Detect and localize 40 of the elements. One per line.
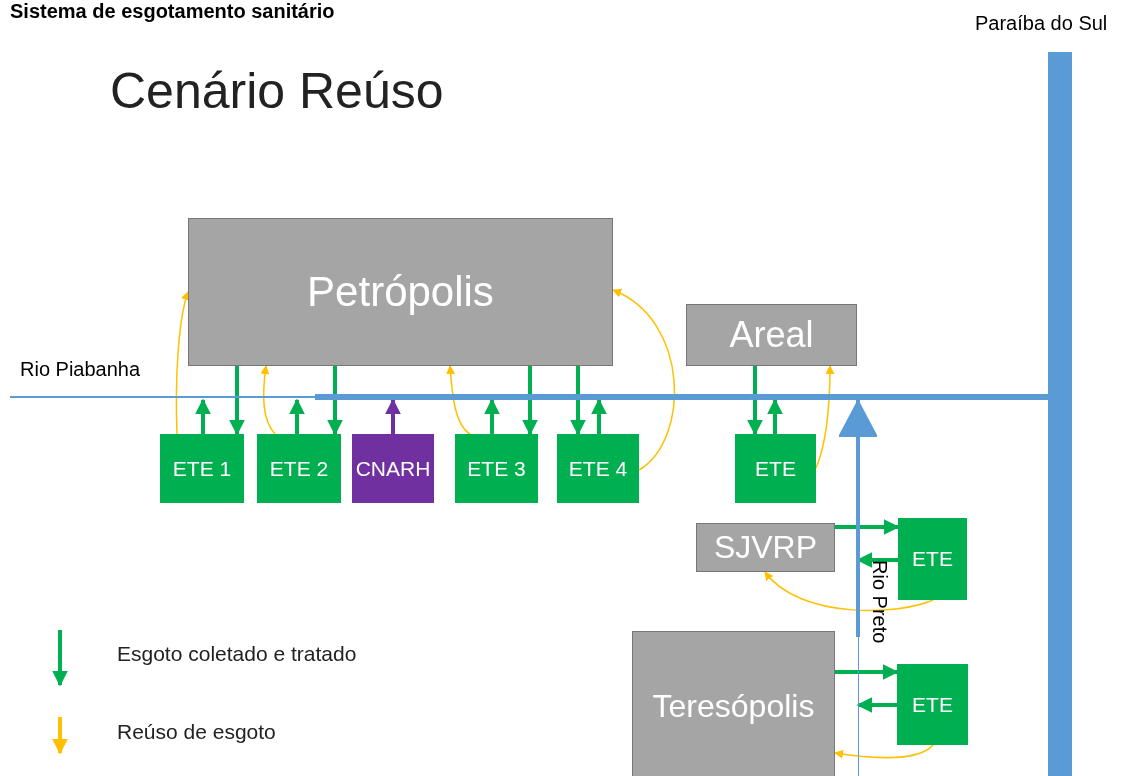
river-label: Rio Preto bbox=[868, 560, 891, 644]
reuse-arrow bbox=[260, 365, 276, 435]
section-heading: Sistema de esgotamento sanitário bbox=[10, 0, 335, 23]
arrow bbox=[570, 366, 586, 436]
arrow bbox=[835, 519, 900, 535]
treatment-plant-box: ETE 3 bbox=[455, 434, 538, 503]
arrow bbox=[747, 366, 763, 436]
reuse-arrow bbox=[764, 571, 934, 612]
arrow bbox=[229, 366, 245, 436]
city-box: Petrópolis bbox=[188, 218, 613, 366]
flow-arrow bbox=[838, 399, 878, 458]
treatment-plant-box: ETE bbox=[898, 518, 967, 600]
city-box: SJVRP bbox=[696, 523, 835, 572]
arrow bbox=[856, 697, 897, 713]
city-box: Teresópolis bbox=[632, 631, 835, 776]
arrow bbox=[195, 398, 211, 434]
legend-text: Esgoto coletado e tratado bbox=[117, 642, 357, 666]
reuse-arrow bbox=[612, 289, 676, 471]
reuse-arrow bbox=[446, 365, 471, 435]
arrow bbox=[385, 398, 401, 434]
river-label: Rio Piabanha bbox=[20, 358, 141, 381]
treatment-plant-box: ETE 4 bbox=[557, 434, 639, 503]
arrow bbox=[484, 398, 500, 434]
arrow bbox=[522, 366, 538, 436]
arrow bbox=[289, 398, 305, 434]
arrow bbox=[591, 398, 607, 434]
reuse-arrow bbox=[834, 744, 934, 759]
monitoring-box: CNARH bbox=[352, 434, 434, 503]
treatment-plant-box: ETE 1 bbox=[160, 434, 244, 503]
treatment-plant-box: ETE bbox=[735, 434, 816, 503]
arrow bbox=[767, 398, 783, 434]
arrow bbox=[835, 664, 899, 680]
treatment-plant-box: ETE bbox=[897, 664, 968, 745]
reuse-arrow bbox=[175, 291, 190, 435]
river-label: Paraíba do Sul bbox=[975, 12, 1108, 35]
legend-text: Reúso de esgoto bbox=[117, 720, 276, 744]
treatment-plant-box: ETE 2 bbox=[257, 434, 341, 503]
diagram-title: Cenário Reúso bbox=[110, 62, 444, 120]
city-box: Areal bbox=[686, 304, 857, 366]
arrow bbox=[327, 366, 343, 436]
